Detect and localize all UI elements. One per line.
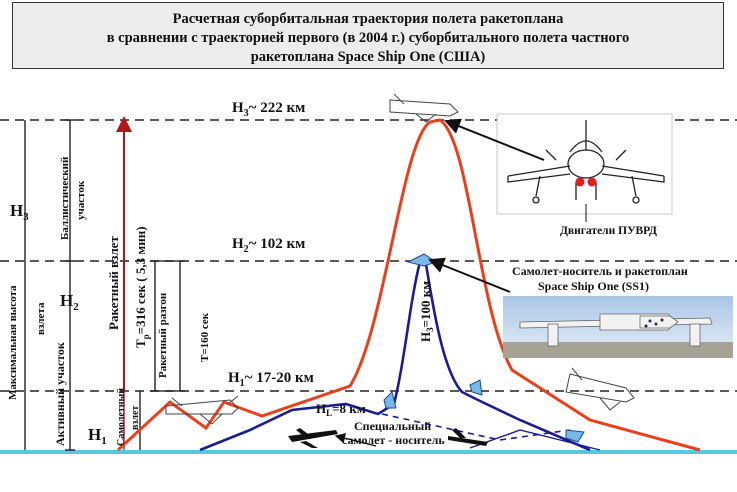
- t160-label: T=160 сек: [199, 312, 211, 362]
- rocketplane-icon-landing: [565, 429, 585, 443]
- h3-left-label: H3: [10, 201, 29, 223]
- h1-left-label: H1: [88, 425, 107, 447]
- rocket-takeoff-label: Ракетный взлет: [106, 236, 121, 330]
- special-carrier-pointer: [334, 433, 377, 447]
- special-carrier-label-1: Специальный: [354, 419, 431, 433]
- title-line-2: в сравнении с траекторией первого (в 200…: [106, 30, 630, 46]
- active-section-label: Активный участок: [53, 342, 67, 446]
- front-view-aircraft-drawing: [496, 113, 673, 215]
- h1-label: H1~ 17-20 км: [228, 370, 314, 389]
- h3b-label: H3=100 км: [418, 281, 435, 342]
- carrier-label-2: Space Ship One (SS1): [538, 279, 649, 293]
- spaceplane-sketch-left: [165, 395, 239, 425]
- tp-label: Tр=316 сек ( 5,3 мин): [133, 226, 151, 348]
- ballistic-label-2: участок: [75, 180, 87, 220]
- h2-label: H2~ 102 км: [232, 236, 305, 255]
- title-box: Расчетная суборбитальная траектория поле…: [12, 2, 724, 69]
- special-carrier-label-2: самолет - носитель: [342, 433, 445, 447]
- plane-takeoff-label-1: Самолетный: [116, 388, 127, 446]
- ground-line: [0, 450, 737, 454]
- rocket-accel-label: Ракетный разгон: [157, 292, 169, 378]
- h3-label: H3~ 222 км: [232, 100, 305, 119]
- left-brackets: [24, 119, 185, 451]
- red-trajectory: [116, 118, 701, 452]
- title-line-1: Расчетная суборбитальная траектория поле…: [172, 11, 564, 27]
- rocketplane-icon-ascent: [383, 391, 397, 409]
- carrier-label-1: Самолет-носитель и ракетоплан: [512, 264, 688, 278]
- title-line-3: ракетоплана Space Ship One (США): [250, 49, 486, 65]
- ss1-pointer-arrow: [428, 257, 511, 293]
- spaceplane-sketch-apex: [389, 93, 459, 123]
- ballistic-label-1: Баллистический: [59, 156, 71, 240]
- carrier-aircraft-icon: [288, 428, 338, 448]
- max-height-label-1: Максимальная высота: [7, 285, 19, 400]
- apex-pointer-arrow: [444, 118, 545, 161]
- ss1-photo: [503, 296, 733, 358]
- h2-left-label: H2: [60, 291, 79, 313]
- carrier-aircraft-icon-2: [448, 428, 488, 446]
- plane-takeoff-label-2: взлет: [130, 406, 141, 430]
- rocketplane-icon-descent: [469, 379, 483, 396]
- spaceplane-sketch-right: [565, 367, 635, 411]
- max-height-label-2: взлета: [35, 302, 47, 335]
- engines-label: Двигатели ПУВРД: [560, 225, 657, 237]
- blue-dashed-return: [381, 413, 571, 441]
- hl-label: HL=8 км: [316, 401, 366, 418]
